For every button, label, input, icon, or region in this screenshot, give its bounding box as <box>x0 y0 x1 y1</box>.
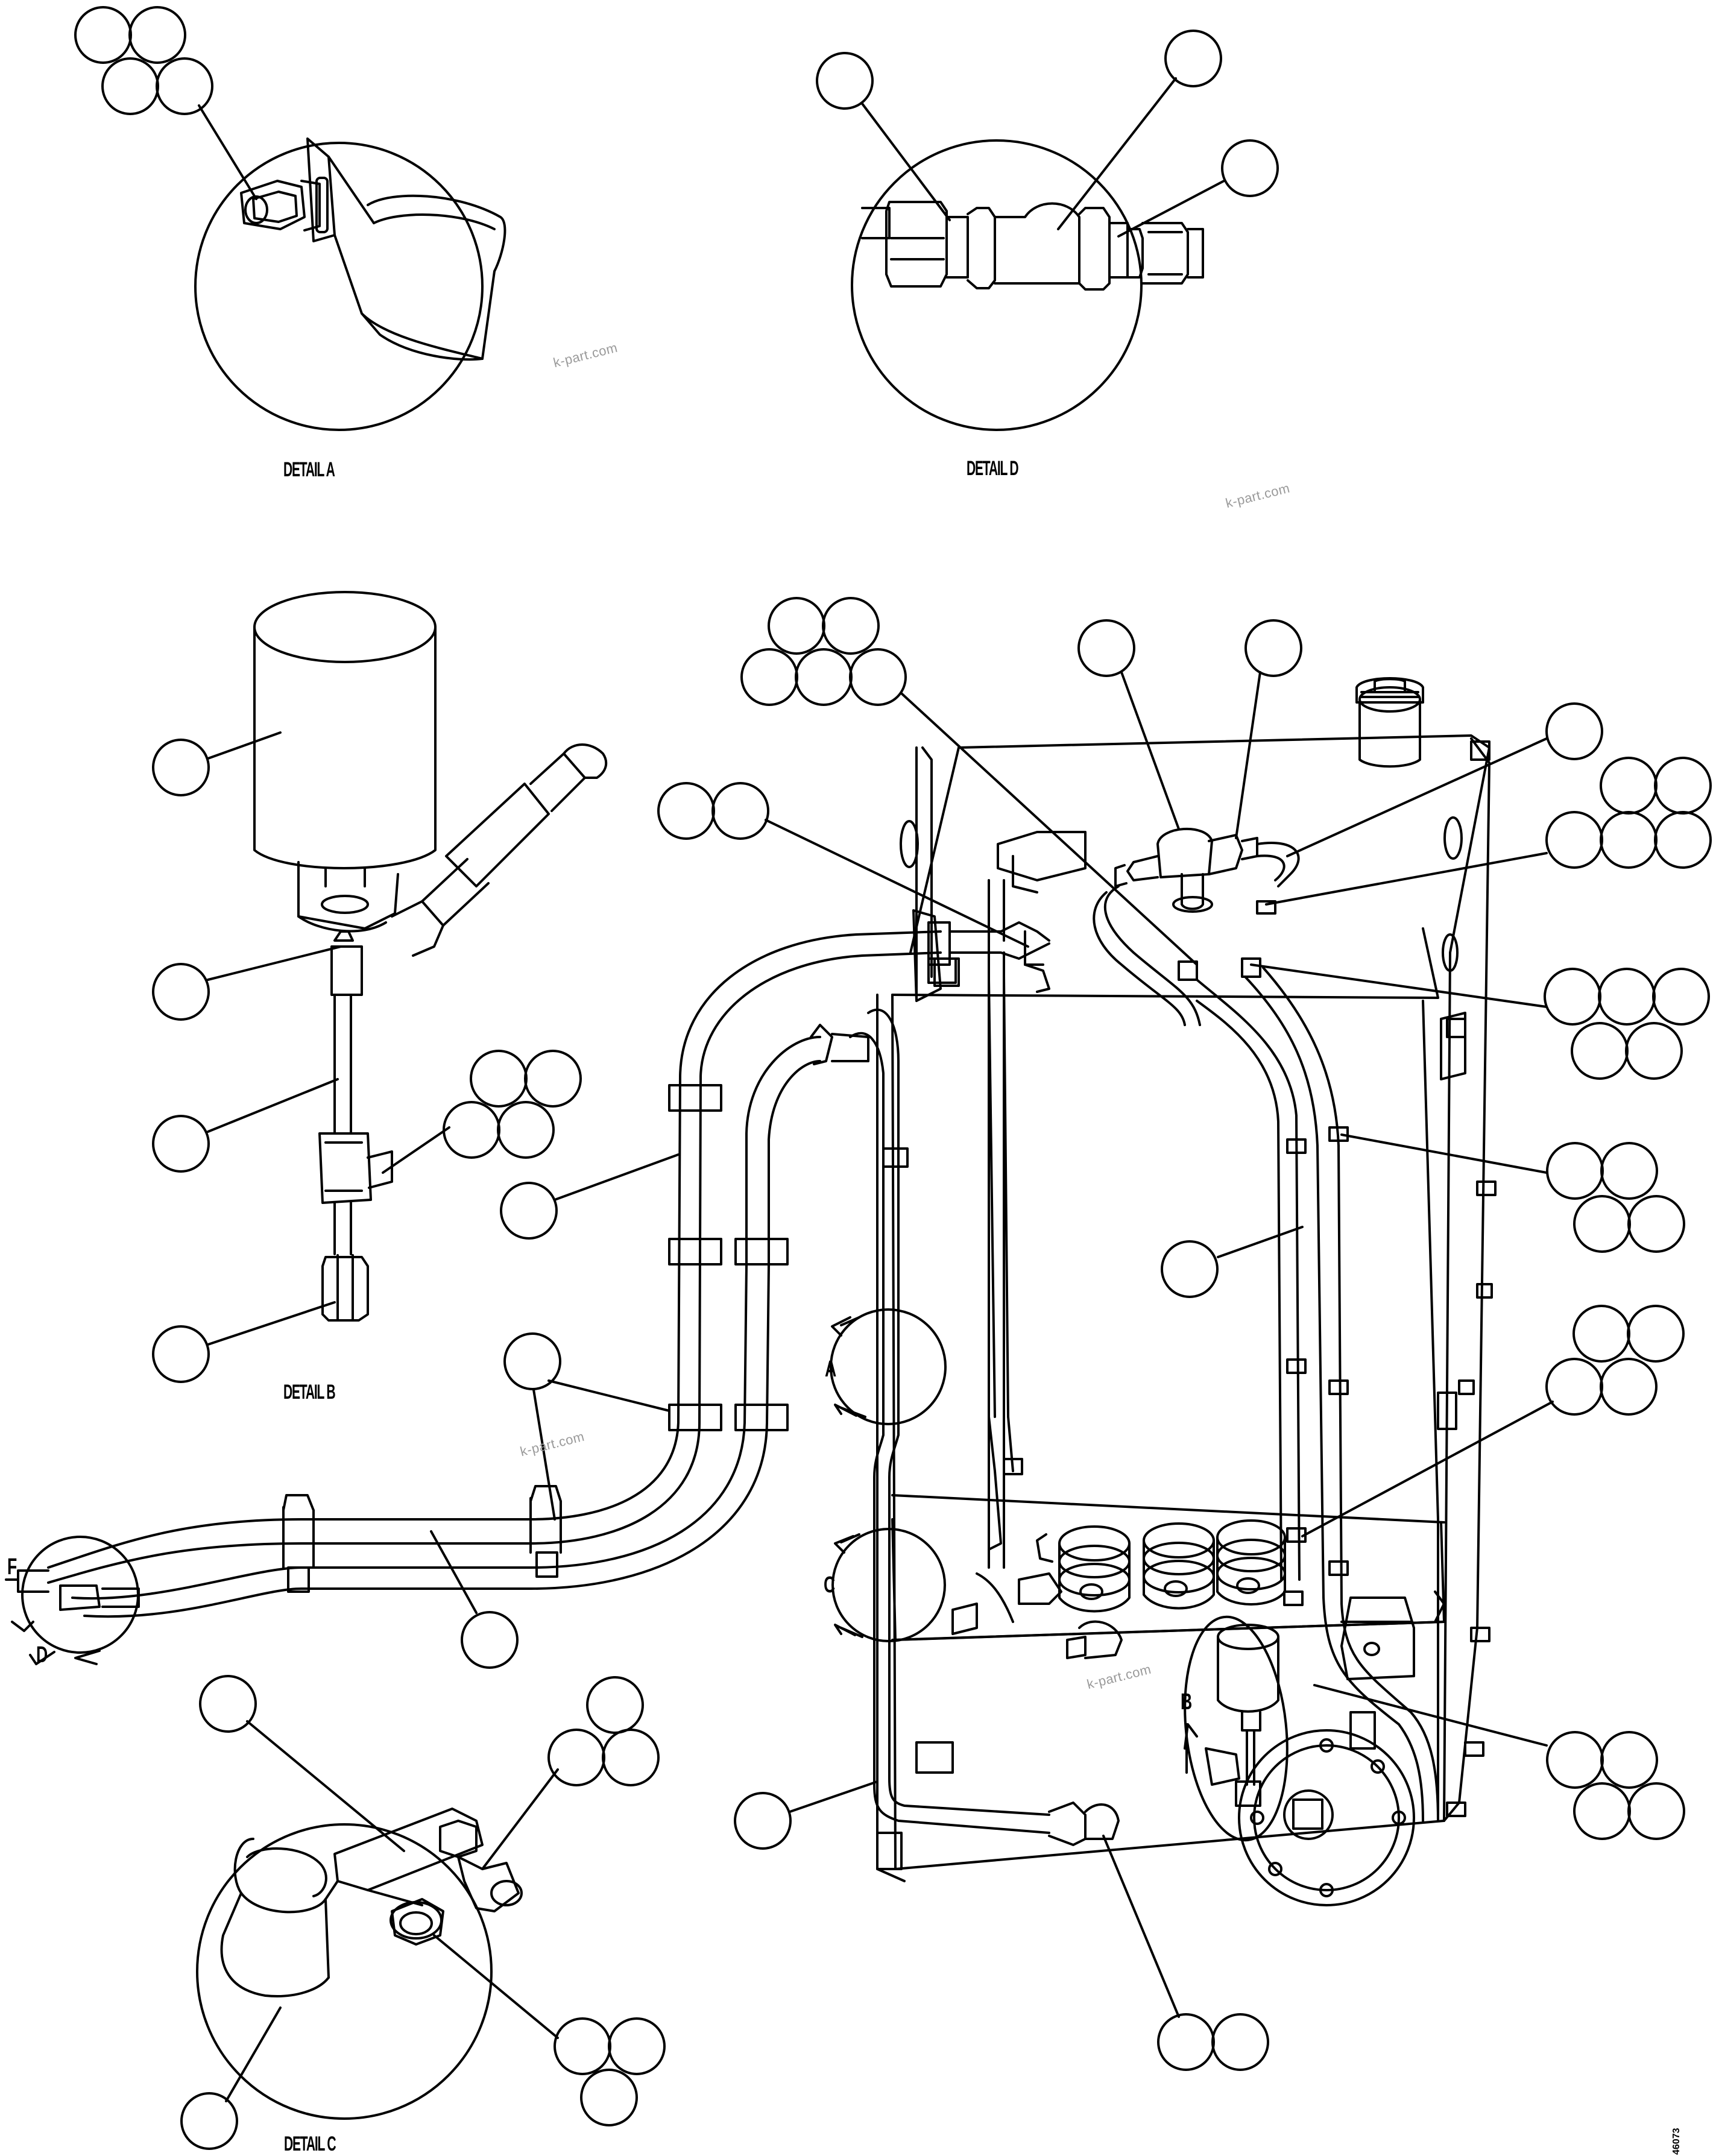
detail-c-callouts <box>180 1675 666 2150</box>
view-a-ring <box>830 1308 947 1425</box>
detail-c-view <box>196 1808 523 2120</box>
detail-a-callouts <box>74 6 257 200</box>
view-a-letter: A <box>825 1357 836 1382</box>
view-d-letter: D <box>36 1642 48 1668</box>
view-b-letter: B <box>1181 1689 1192 1715</box>
tank-cover-plate <box>1238 1729 1415 1906</box>
upper-tube-run <box>679 921 1050 1267</box>
detail-a-view <box>194 137 506 431</box>
hydraulic-tank <box>876 677 1497 1906</box>
detail-b-label: DETAIL B <box>283 1381 336 1404</box>
detail-d-view <box>851 139 1204 431</box>
figure-number: 46073 <box>1671 2128 1682 2155</box>
tank-drop-tube <box>988 831 1087 1569</box>
detail-d-label: DETAIL D <box>967 457 1019 480</box>
view-c-letter: C <box>824 1572 835 1598</box>
tank-top-fittings <box>849 828 1439 1846</box>
view-f-letter: F <box>7 1554 17 1580</box>
detail-b-view <box>253 591 608 1322</box>
detail-a-label: DETAIL A <box>283 458 335 481</box>
view-c-ring <box>831 1528 946 1642</box>
detail-c-label: DETAIL C <box>284 2132 336 2155</box>
main-view-callouts <box>430 597 1712 2071</box>
tube-assembly-left <box>5 1075 789 1618</box>
view-d-ring <box>11 1536 139 1665</box>
detail-b-callouts <box>152 731 582 1383</box>
breather-filters <box>1058 1519 1286 1613</box>
view-b-ring <box>1184 1615 1289 1842</box>
detail-d-callouts <box>816 30 1279 238</box>
